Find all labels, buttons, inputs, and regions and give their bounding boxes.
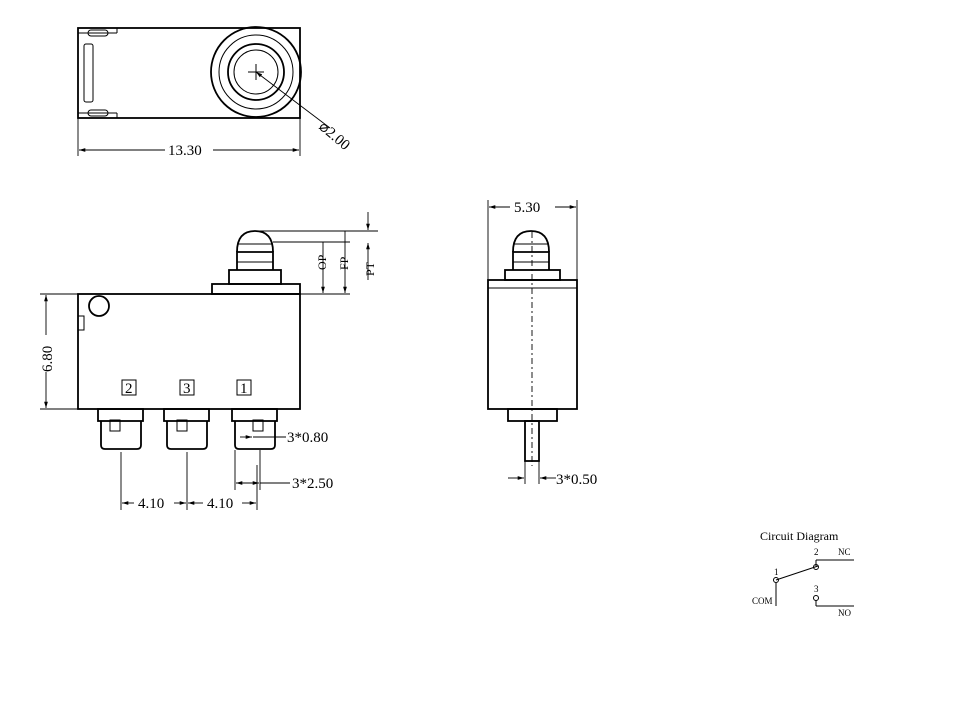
pt-label: PT <box>363 261 377 276</box>
top-view: ⌀2.00 13.30 <box>77 26 353 159</box>
pin-3 <box>163 408 210 450</box>
terminal-3-box <box>179 379 195 396</box>
height-dim-label: 6.80 <box>40 346 56 372</box>
circuit-pin-1: 1 <box>774 567 779 577</box>
switch-arm <box>775 565 819 581</box>
pin-thickness-dim-label: 3*0.50 <box>556 472 597 488</box>
terminal-2-box <box>121 379 137 396</box>
circuit-title: Circuit Diagram <box>760 529 839 543</box>
pitch-2-label: 4.10 <box>207 496 233 512</box>
front-view: OP FP PT 6.80 2 3 1 <box>40 212 378 512</box>
side-actuator <box>504 230 561 281</box>
terminal-1-label: 1 <box>240 381 248 397</box>
terminal-2-label: 2 <box>125 381 133 397</box>
side-view: 5.30 3*0.50 <box>487 200 597 488</box>
diameter-leader <box>255 71 331 129</box>
top-view-slot <box>83 43 94 103</box>
op-label: OP <box>315 254 329 270</box>
pin-1 <box>231 408 278 450</box>
circuit-diagram: Circuit Diagram 2 NC 1 COM 3 NO <box>752 529 854 618</box>
circuit-pin-2: 2 <box>814 547 819 557</box>
fp-label: FP <box>337 256 351 270</box>
pitch-1-label: 4.10 <box>138 496 164 512</box>
circuit-pin-3: 3 <box>814 584 819 594</box>
side-width-dim-label: 5.30 <box>514 200 540 216</box>
side-view-body <box>487 279 578 410</box>
top-view-body <box>77 27 301 119</box>
width-dim-label: 13.30 <box>168 143 202 159</box>
diameter-dim-label: ⌀2.00 <box>315 119 352 154</box>
terminal-3-label: 3 <box>183 381 191 397</box>
mounting-hole <box>88 295 110 317</box>
pin-2 <box>97 408 144 450</box>
circuit-no-label: NO <box>838 608 851 618</box>
pin-spacing-dim-label: 3*2.50 <box>292 476 333 492</box>
circuit-nc-label: NC <box>838 547 851 557</box>
actuator <box>211 230 301 295</box>
circuit-com-label: COM <box>752 596 773 606</box>
terminal-1-box <box>236 379 252 396</box>
pin-width-dim-label: 3*0.80 <box>287 430 328 446</box>
